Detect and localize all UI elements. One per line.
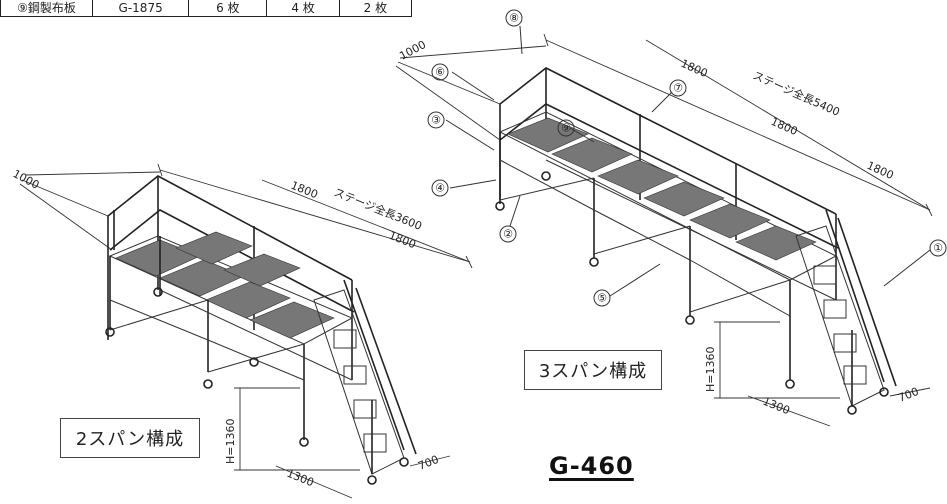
right-width-dim: 1000 bbox=[397, 38, 428, 63]
three-span-config-label: 3スパン構成 bbox=[524, 350, 662, 390]
qty-cell-a: 6 枚 bbox=[189, 0, 268, 16]
model-number: G-460 bbox=[549, 452, 634, 480]
part-code-cell: G-1875 bbox=[93, 0, 190, 16]
three-span-stage-drawing: 1000 1800 ステージ全長5400 1800 1800 bbox=[395, 25, 933, 427]
right-span3-dim: 1800 bbox=[865, 159, 896, 182]
callout-1: ① bbox=[933, 242, 943, 255]
left-span2-dim: 1800 bbox=[387, 229, 418, 252]
left-stair-width-dim: 700 bbox=[416, 453, 440, 473]
parts-table-row: ⑨鋼製布板 G-1875 6 枚 4 枚 2 枚 bbox=[0, 0, 412, 17]
callout-6: ⑥ bbox=[435, 66, 445, 79]
callout-2: ② bbox=[503, 228, 513, 241]
callout-7: ⑦ bbox=[673, 82, 683, 95]
left-span1-dim: 1800 bbox=[289, 179, 320, 202]
qty-cell-c: 2 枚 bbox=[363, 1, 388, 15]
right-span2-dim: 1800 bbox=[769, 115, 800, 138]
callout-9: ⑨ bbox=[561, 122, 571, 135]
part-name-cell: ⑨鋼製布板 bbox=[1, 0, 94, 16]
callout-markers: ⑧ ⑥ ③ ④ ② ⑤ ⑦ ⑨ ① bbox=[427, 9, 947, 307]
callout-4: ④ bbox=[435, 182, 445, 195]
right-span1-dim: 1800 bbox=[679, 57, 710, 80]
callout-5: ⑤ bbox=[597, 292, 607, 305]
callout-3: ③ bbox=[431, 114, 441, 127]
qty-cell-b: 4 枚 bbox=[267, 0, 340, 16]
two-span-config-label: 2スパン構成 bbox=[60, 418, 200, 458]
callout-8: ⑧ bbox=[509, 12, 519, 25]
right-height-dim: H=1360 bbox=[704, 347, 717, 392]
left-height-dim: H=1360 bbox=[224, 419, 237, 464]
right-stair-width-dim: 700 bbox=[896, 385, 920, 405]
